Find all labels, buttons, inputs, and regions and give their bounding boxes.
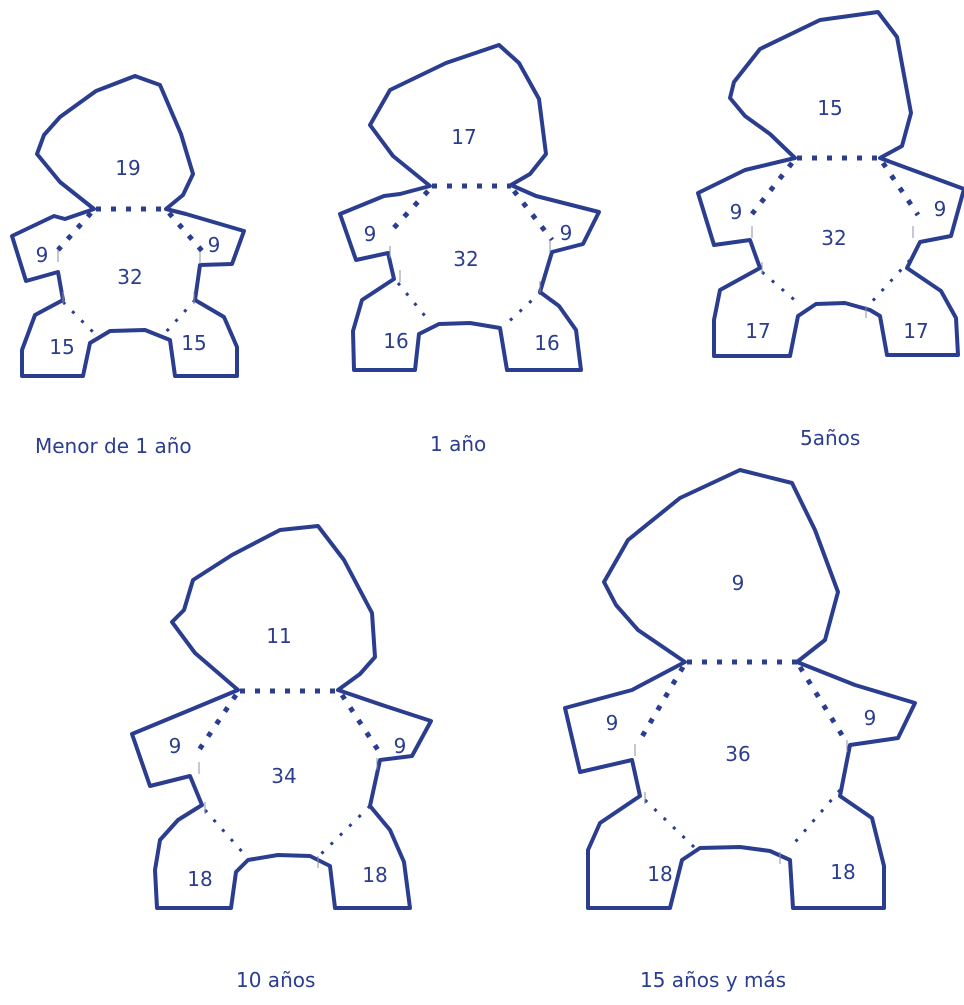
shoulder-left-line (640, 667, 683, 740)
left-leg-value: 18 (647, 862, 672, 886)
figure-outline (12, 76, 244, 376)
figure-age-5: 15 32 9 9 17 17 (698, 12, 964, 356)
figure-infant: 19 32 9 9 15 15 (12, 76, 244, 376)
left-arm-value: 9 (169, 734, 182, 758)
right-arm-value: 9 (934, 197, 947, 221)
trunk-value: 32 (117, 265, 142, 289)
figure-outline (565, 470, 915, 908)
caption-age-15-plus: 15 años y más (640, 968, 786, 992)
figure-age-1: 17 32 9 9 16 16 (340, 45, 599, 370)
left-arm-value: 9 (36, 243, 49, 267)
left-leg-value: 15 (49, 335, 74, 359)
caption-infant: Menor de 1 año (35, 434, 192, 458)
right-arm-value: 9 (394, 734, 407, 758)
caption-age-10: 10 años (236, 968, 315, 992)
hip-right-line (505, 292, 541, 325)
left-leg-value: 18 (187, 867, 212, 891)
shoulder-left-line (752, 163, 792, 214)
hip-left-line (398, 283, 425, 316)
left-leg-value: 17 (745, 319, 770, 343)
figure-outline (698, 12, 964, 356)
head-value: 11 (266, 624, 291, 648)
shoulder-left-line (390, 191, 428, 232)
head-value: 19 (115, 156, 140, 180)
caption-age-5: 5años (800, 426, 860, 450)
left-arm-value: 9 (364, 222, 377, 246)
hip-left-line (645, 800, 695, 848)
head-value: 15 (817, 96, 842, 120)
hip-right-line (318, 806, 370, 857)
hip-right-line (165, 300, 195, 333)
right-arm-value: 9 (864, 706, 877, 730)
right-arm-value: 9 (560, 221, 573, 245)
hip-left-line (205, 810, 245, 855)
left-leg-value: 16 (383, 329, 408, 353)
head-value: 9 (732, 571, 745, 595)
hip-left-line (63, 302, 96, 335)
caption-age-1: 1 año (430, 432, 486, 456)
trunk-value: 32 (453, 247, 478, 271)
left-arm-value: 9 (730, 200, 743, 224)
head-value: 17 (451, 125, 476, 149)
right-leg-value: 18 (362, 863, 387, 887)
figure-age-10: 11 34 9 9 18 18 (132, 526, 431, 908)
left-arm-value: 9 (606, 711, 619, 735)
hip-right-line (790, 790, 840, 848)
right-leg-value: 16 (534, 331, 559, 355)
right-arm-value: 9 (208, 233, 221, 257)
figure-outline (340, 45, 599, 370)
figure-outline (132, 526, 431, 908)
right-leg-value: 17 (903, 319, 928, 343)
right-leg-value: 18 (830, 860, 855, 884)
hip-left-line (762, 272, 798, 303)
trunk-value: 32 (821, 226, 846, 250)
figure-age-15-plus: 9 36 9 9 18 18 (565, 470, 915, 908)
trunk-value: 36 (725, 742, 750, 766)
right-leg-value: 15 (181, 331, 206, 355)
trunk-value: 34 (271, 764, 296, 788)
hip-right-line (868, 260, 910, 306)
